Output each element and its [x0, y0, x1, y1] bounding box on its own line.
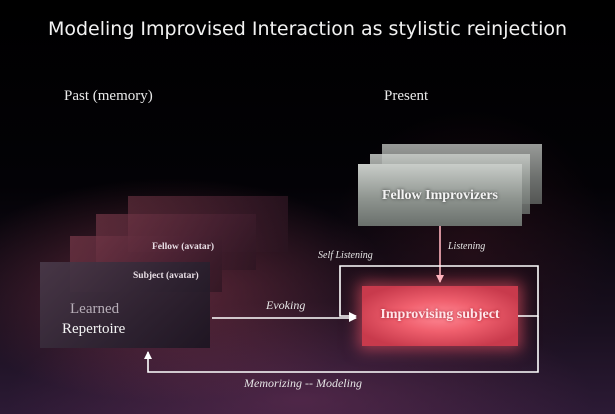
learned-label: Learned [70, 301, 120, 317]
past-memory-header: Past (memory) [64, 88, 153, 104]
diagram-title: Modeling Improvised Interaction as styli… [47, 18, 568, 40]
present-header: Present [384, 88, 429, 104]
self-listening-arrow [339, 265, 539, 320]
subject-avatar-label: Subject (avatar) [133, 271, 199, 281]
memorizing-modeling-arrow [144, 316, 539, 373]
fellow-improvizers-label: Fellow Improvizers [382, 188, 498, 203]
memorizing-modeling-label: Memorizing -- Modeling [244, 376, 362, 390]
fellow-avatar-label: Fellow (avatar) [152, 242, 214, 252]
evoking-label: Evoking [266, 298, 306, 312]
self-listening-label: Self Listening [318, 250, 373, 261]
improvising-subject-label: Improvising subject [380, 307, 500, 322]
repertoire-label: Repertoire [62, 321, 126, 337]
fellow-card-front [358, 164, 522, 226]
memory-card-repertoire [40, 262, 210, 348]
improvising-subject-box [362, 286, 518, 346]
listening-label: Listening [448, 241, 486, 252]
